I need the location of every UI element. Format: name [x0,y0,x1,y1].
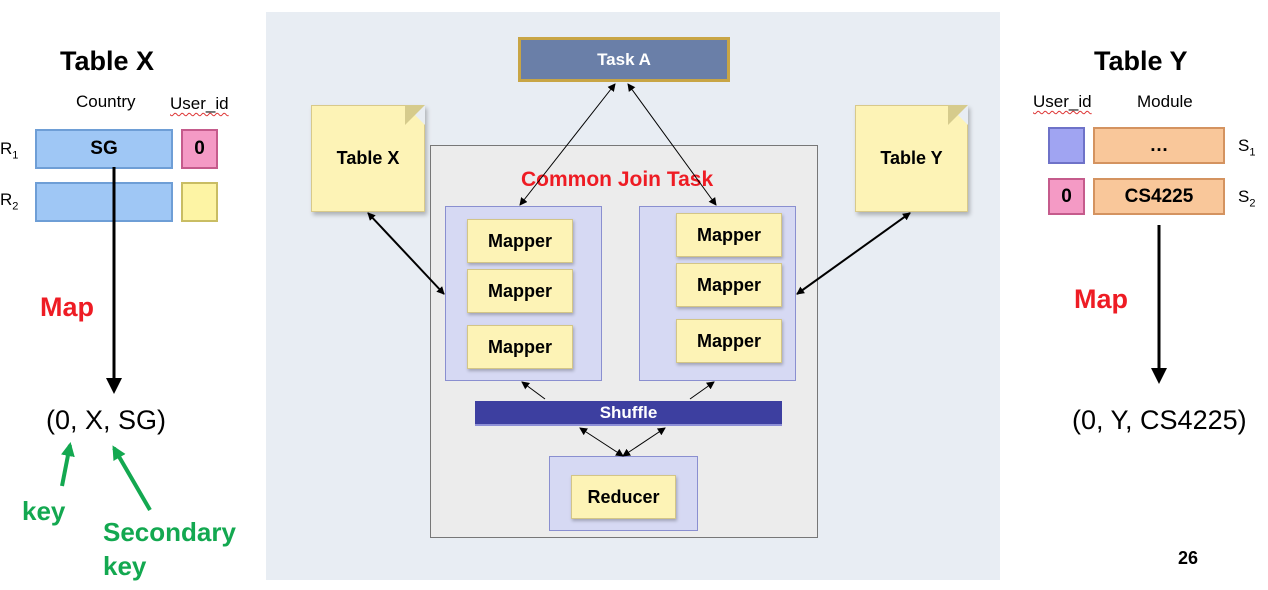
right-map-label: Map [1074,284,1128,314]
right-group-shuffle-arrow [689,381,715,400]
table-x-country-cell-1: SG [35,129,173,169]
left-group-shuffle-arrow [521,381,546,400]
table-x-country-cell-2 [35,182,173,222]
left-map-label: Map [40,292,94,322]
table-y-module-cell-1: … [1093,127,1225,164]
left-tuple: (0, X, SG) [46,405,167,435]
reducer-box: Reducer [571,475,676,519]
page-number: 26 [1178,548,1199,568]
task-a-arrow-right [627,83,717,206]
mapper-left-3: Mapper [467,325,573,369]
shuffle-reducer-arrow-right [622,427,666,457]
table-x-doc-label: Table X [336,148,400,168]
shuffle-bar: Shuffle [475,401,782,426]
table-y-row-label-1: S1 [1238,136,1256,159]
table-y-doc: Table Y [855,105,968,212]
mapper-right-1: Mapper [676,213,782,257]
mapper-right-3: Mapper [676,319,782,363]
table-y-doc-label: Table Y [880,148,943,168]
right-tuple: (0, Y, CS4225) [1072,405,1247,435]
table-y-userid-cell-2: 0 [1048,178,1085,215]
table-y-title: Table Y [1094,46,1188,76]
table-y-col-module: Module [1137,92,1193,111]
table-x-col-user-id: User_id [170,94,229,113]
table-x-userid-cell-1: 0 [181,129,218,169]
task-a-box: Task A [518,37,730,82]
mapper-left-2: Mapper [467,269,573,313]
secondary-key-arrow [112,445,152,512]
table-x-userid-cell-2 [181,182,218,222]
table-x-title: Table X [60,46,155,76]
table-y-arrow [796,212,911,295]
table-x-col-country: Country [76,92,136,111]
table-x-row-label-2: R2 [0,190,19,213]
table-x-doc: Table X [311,105,425,212]
table-y-userid-cell-1 [1048,127,1085,164]
table-x-arrow [367,212,445,295]
table-y-row-label-2: S2 [1238,187,1256,210]
key-arrow [60,442,75,487]
secondary-key-label: Secondary key [103,517,236,581]
mapper-right-2: Mapper [676,263,782,307]
task-a-arrow-left [519,83,616,206]
key-label: key [22,496,66,526]
shuffle-reducer-arrow-left [579,427,624,457]
mapper-left-1: Mapper [467,219,573,263]
table-y-col-user-id: User_id [1033,92,1092,111]
table-x-row-label-1: R1 [0,139,19,162]
table-y-module-cell-2: CS4225 [1093,178,1225,215]
